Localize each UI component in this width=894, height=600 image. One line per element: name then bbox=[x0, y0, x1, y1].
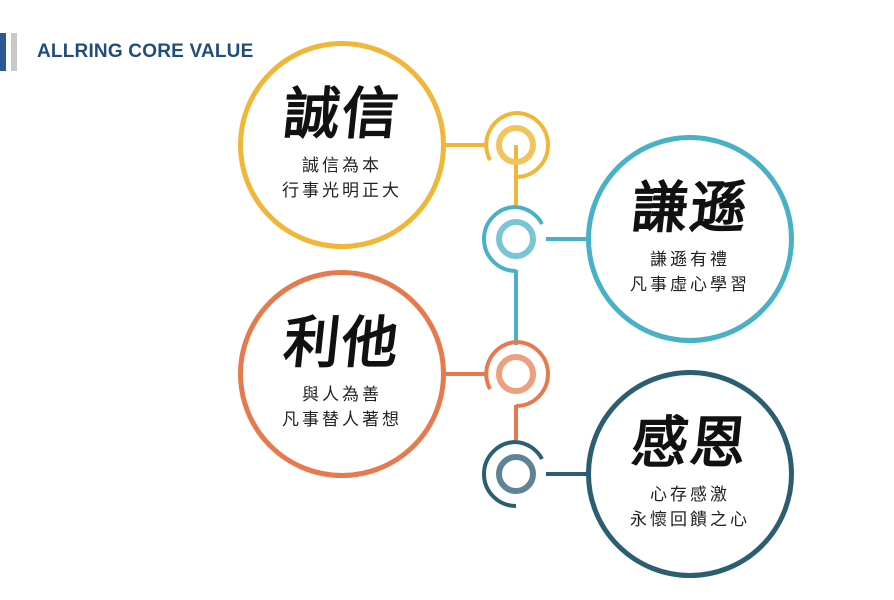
header-accent-bar-secondary bbox=[11, 33, 17, 71]
value-description-line: 凡事虛心學習 bbox=[630, 275, 750, 295]
value-card-gratitude: 感恩 心存感激 永懷回饋之心 bbox=[586, 370, 794, 578]
node-blue bbox=[482, 205, 544, 273]
value-title: 誠信 bbox=[280, 81, 404, 147]
header-accent-bar bbox=[0, 33, 6, 71]
value-description-line: 誠信為本 bbox=[302, 156, 382, 176]
value-description-line: 心存感激 bbox=[650, 485, 730, 505]
value-title: 謙遜 bbox=[628, 175, 752, 241]
node-yellow bbox=[484, 111, 550, 179]
value-card-altruism: 利他 與人為善 凡事替人著想 bbox=[238, 270, 446, 478]
node-orange bbox=[484, 340, 550, 408]
value-description-line: 行事光明正大 bbox=[282, 181, 402, 201]
node-navy bbox=[482, 440, 544, 508]
value-description-line: 永懷回饋之心 bbox=[630, 510, 750, 530]
section-header: ALLRING CORE VALUE bbox=[0, 33, 253, 71]
value-description-line: 與人為善 bbox=[302, 385, 382, 405]
value-title: 感恩 bbox=[628, 410, 752, 476]
header-title: ALLRING CORE VALUE bbox=[37, 41, 254, 62]
value-card-humility: 謙遜 謙遜有禮 凡事虛心學習 bbox=[586, 135, 794, 343]
value-title: 利他 bbox=[280, 310, 404, 376]
value-description-line: 凡事替人著想 bbox=[282, 410, 402, 430]
value-card-integrity: 誠信 誠信為本 行事光明正大 bbox=[238, 41, 446, 249]
value-description-line: 謙遜有禮 bbox=[650, 250, 730, 270]
